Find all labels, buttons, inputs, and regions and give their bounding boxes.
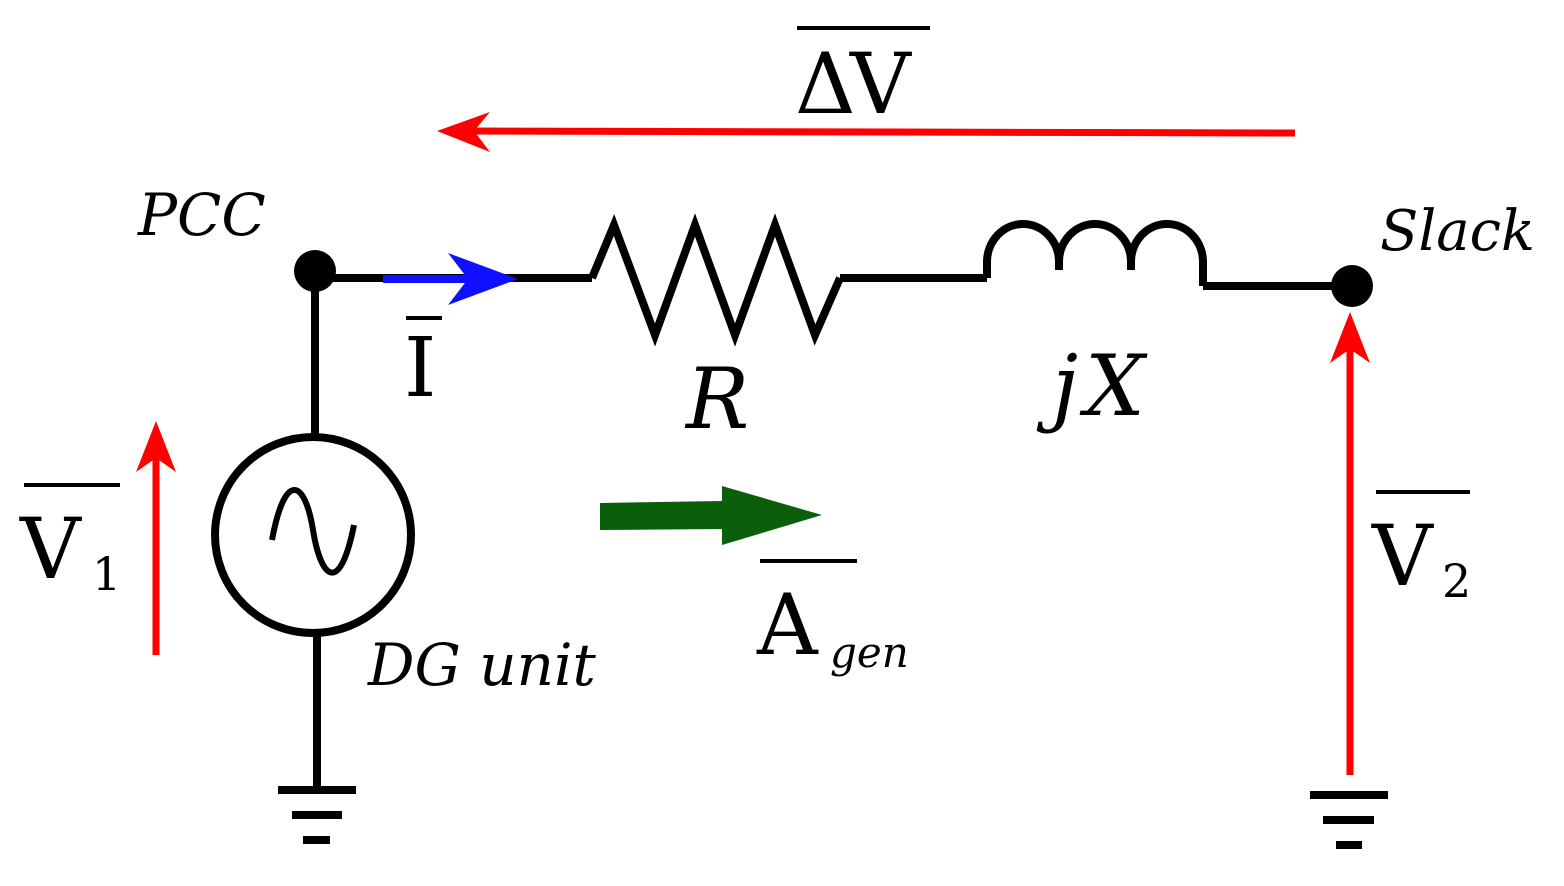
dg-unit-label: DG unit bbox=[367, 631, 597, 699]
resistor-label: R bbox=[684, 350, 749, 448]
ground-icon-right bbox=[1310, 791, 1388, 849]
v1-arrow bbox=[136, 421, 176, 655]
v2-symbol: V bbox=[1371, 507, 1434, 605]
ac-source-sine-icon bbox=[269, 487, 357, 576]
apparent-power-label: A gen bbox=[756, 559, 909, 677]
ground-icon-left bbox=[278, 786, 356, 844]
v2-subscript: 2 bbox=[1442, 554, 1471, 608]
slack-node bbox=[1331, 265, 1373, 307]
pcc-label: PCC bbox=[137, 181, 266, 249]
current-label: I bbox=[404, 316, 442, 416]
voltage-drop-delta: Δ bbox=[795, 35, 856, 133]
current-arrow bbox=[383, 253, 518, 305]
slack-label: Slack bbox=[1380, 199, 1535, 264]
v1-subscript: 1 bbox=[92, 547, 121, 601]
v1-label: V 1 bbox=[19, 483, 121, 601]
resistor-symbol bbox=[588, 213, 844, 347]
voltage-drop-label: Δ V bbox=[795, 26, 930, 133]
reactance-x: X bbox=[1079, 337, 1148, 435]
reactance-j: j bbox=[1036, 337, 1078, 435]
apparent-power-subscript: gen bbox=[830, 628, 909, 677]
v2-label: V 2 bbox=[1371, 490, 1471, 608]
current-symbol: I bbox=[404, 321, 436, 416]
inductor-symbol bbox=[983, 220, 1207, 286]
v2-arrow bbox=[1330, 312, 1370, 775]
v1-symbol: V bbox=[19, 500, 82, 598]
power-flow-arrow bbox=[600, 486, 822, 545]
pcc-node bbox=[294, 250, 336, 292]
voltage-drop-arrow bbox=[437, 112, 1296, 152]
reactance-label: j X bbox=[1036, 337, 1148, 435]
voltage-drop-v: V bbox=[849, 35, 912, 133]
apparent-power-symbol: A bbox=[756, 576, 819, 674]
